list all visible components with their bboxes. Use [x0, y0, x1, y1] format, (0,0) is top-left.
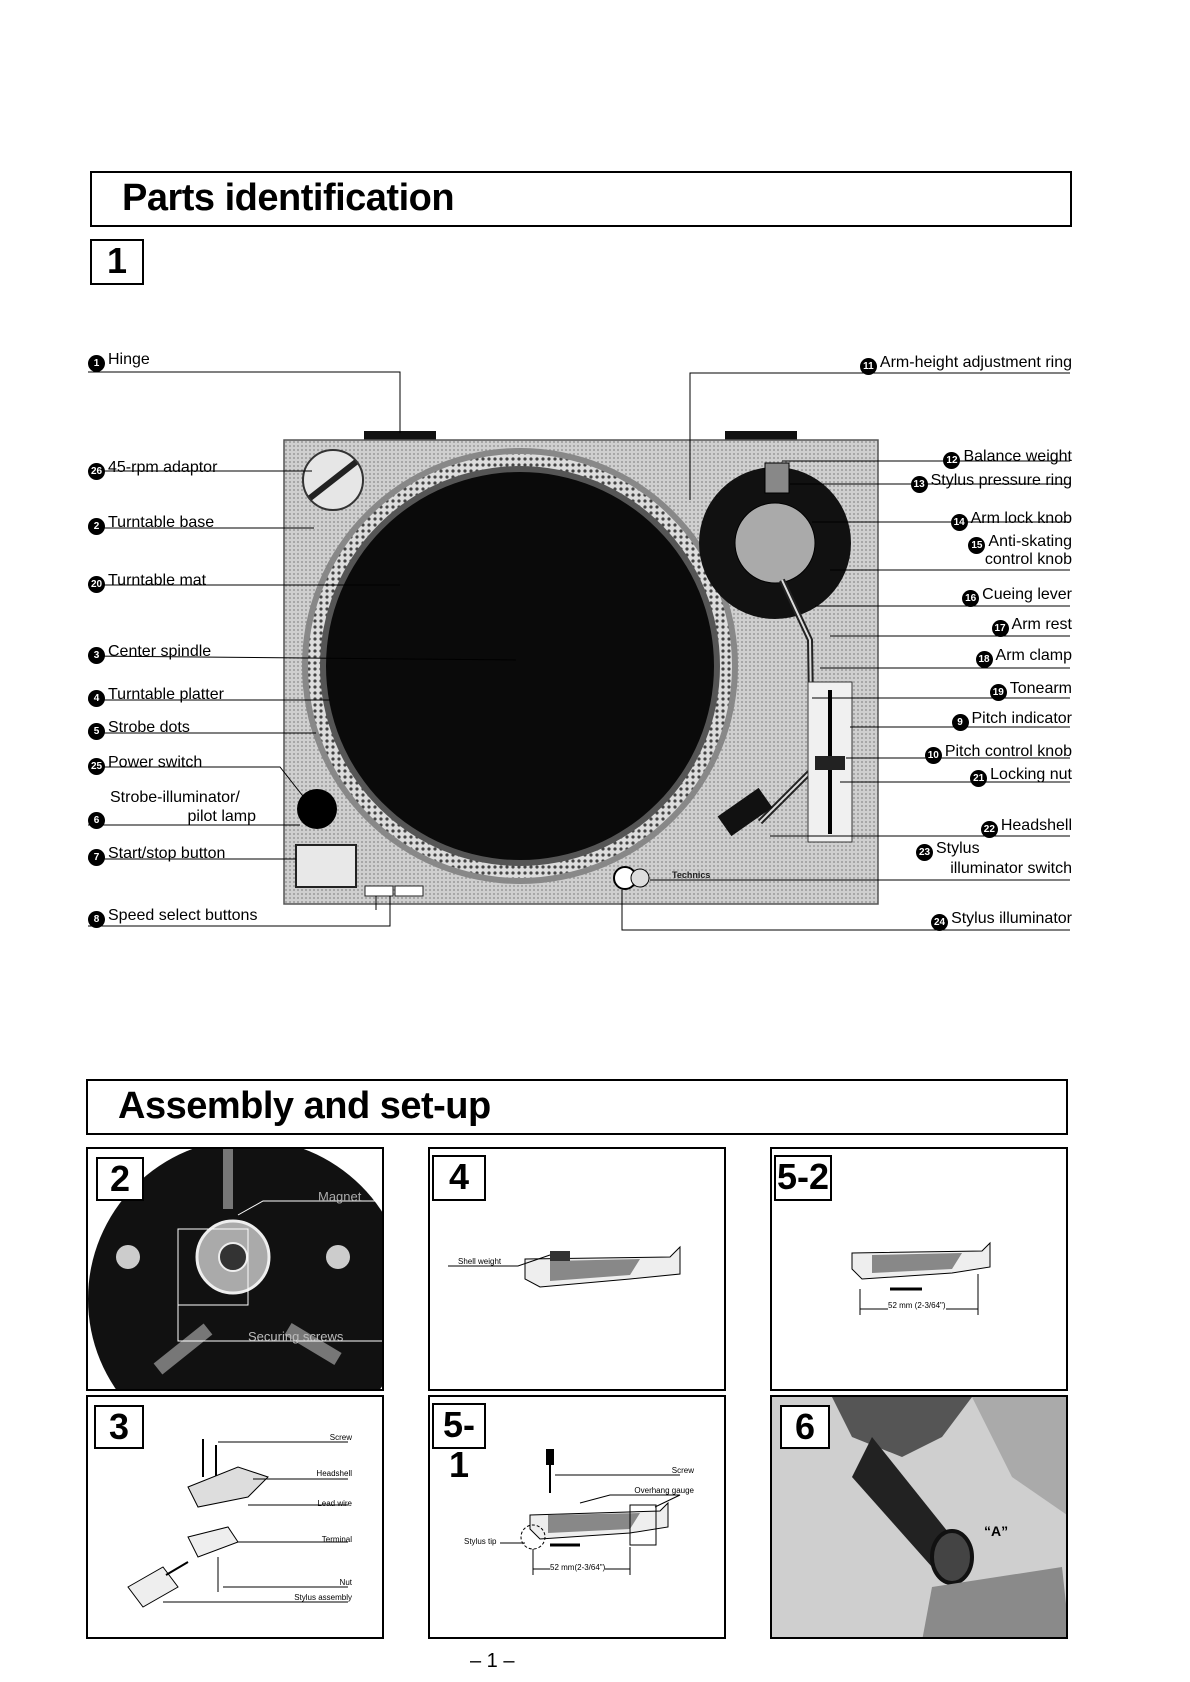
figure-number-2: 2	[96, 1157, 144, 1201]
figure-number-5-1: 5-1	[432, 1403, 486, 1485]
platter-underside-illustration	[88, 1149, 382, 1389]
section-title-text: Parts identification	[122, 177, 455, 219]
label-terminal: Terminal	[321, 1535, 352, 1544]
section-title-text: Assembly and set-up	[118, 1085, 491, 1127]
figure-4: 4 Shell weight	[428, 1147, 726, 1391]
label-magnet: Magnet	[318, 1189, 362, 1204]
figure-number-5-2: 5-2	[774, 1155, 832, 1201]
overhang-illustration	[851, 1241, 991, 1315]
label-overhang-gauge: Overhang gauge	[634, 1486, 694, 1495]
figure-2: 2 Magnet Securing screws	[86, 1147, 384, 1391]
figure-number-3: 3	[94, 1405, 144, 1449]
label-stylus-assembly: Stylus assembly	[294, 1593, 352, 1602]
section-title-parts: Parts identification	[90, 171, 1072, 227]
label-stylus-tip: Stylus tip	[464, 1537, 497, 1546]
label-lead-wire: Lead wire	[317, 1499, 352, 1508]
figure-3: 3 Screw Headshell Lead wire Terminal Nut…	[86, 1395, 384, 1639]
cartridge-exploded-illustration	[127, 1439, 348, 1608]
label-screw: Screw	[329, 1433, 352, 1442]
figure-5-1: 5-1 Screw Overhang gauge Stylus tip 52 m…	[428, 1395, 726, 1639]
figure-6: 6 “A”	[770, 1395, 1068, 1639]
part-label-illuminator-switch: illuminator switch	[950, 860, 1072, 877]
label-shell-weight: Shell weight	[458, 1257, 502, 1266]
turntable-illustration	[87, 371, 1070, 931]
overhang-gauge-illustration	[500, 1449, 681, 1575]
label-screw: Screw	[671, 1466, 694, 1475]
headshell-side-illustration	[448, 1245, 681, 1288]
label-nut: Nut	[339, 1578, 352, 1587]
part-label-control-knob: control knob	[984, 551, 1072, 568]
figure-5-2: 5-2 52 mm (2-3/64")	[770, 1147, 1068, 1391]
section-title-assembly: Assembly and set-up	[86, 1079, 1068, 1135]
figure-number-1: 1	[90, 239, 144, 285]
label-securing-screws: Securing screws	[248, 1329, 344, 1344]
label-a: “A”	[984, 1523, 1009, 1539]
hand-attaching-headshell-photo	[772, 1397, 1066, 1637]
part-label-strobe-illuminator: Strobe-illuminator/	[110, 789, 240, 806]
brand-logo: Technics	[672, 870, 711, 880]
label-headshell: Headshell	[316, 1469, 352, 1478]
figure-number-4: 4	[432, 1155, 486, 1201]
label-dimension-52mm: 52 mm(2-3/64")	[550, 1563, 606, 1572]
figure-number-6: 6	[780, 1405, 830, 1449]
label-dimension-52mm: 52 mm (2-3/64")	[888, 1301, 946, 1310]
page-number: – 1 –	[470, 1650, 515, 1672]
